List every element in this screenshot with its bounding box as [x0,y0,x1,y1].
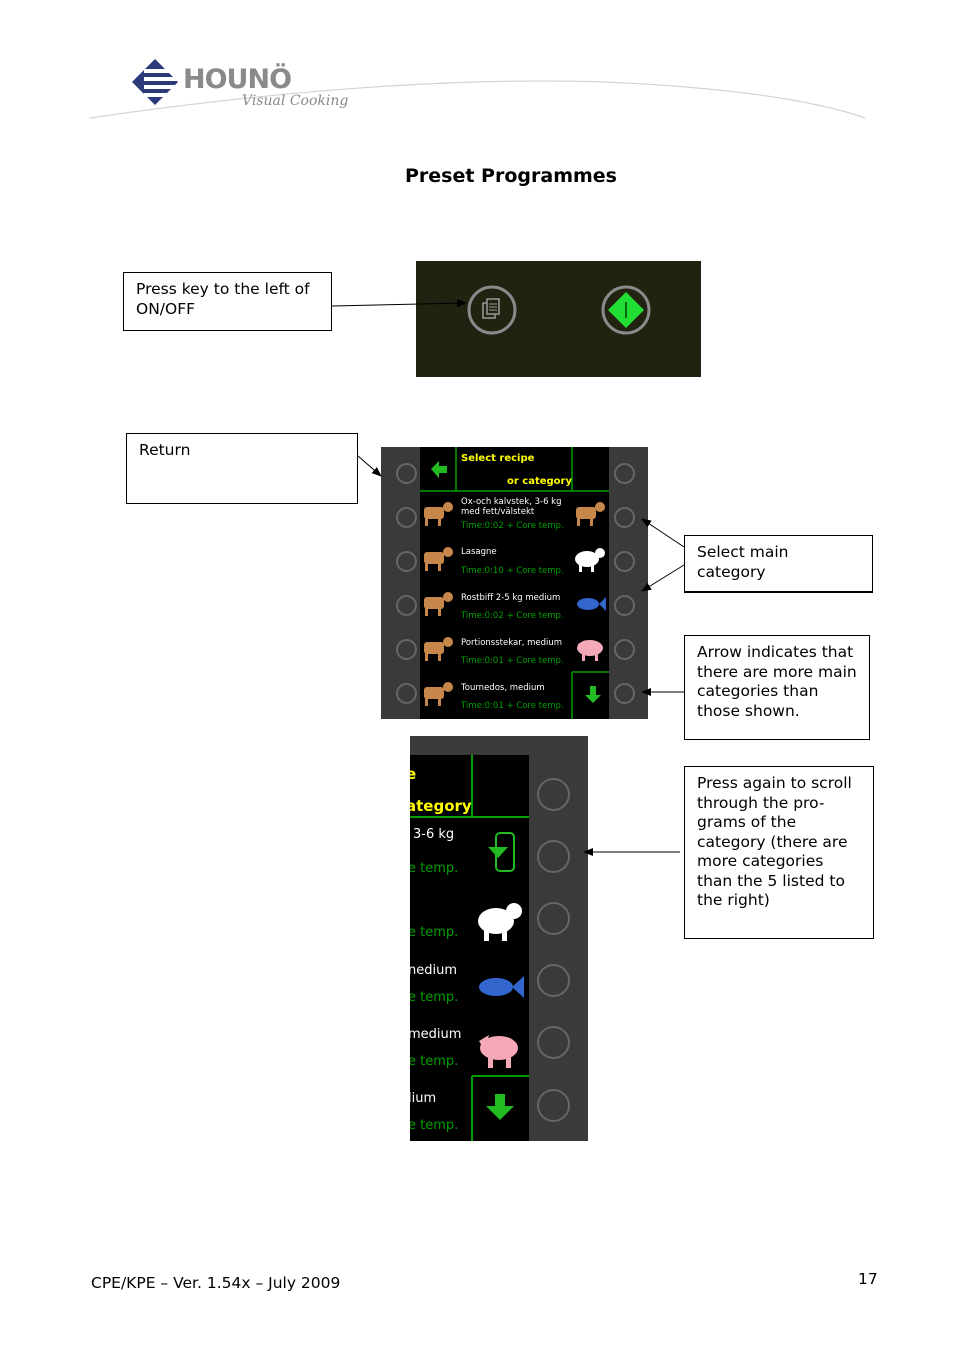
zoom-row-time: e temp. [410,1118,459,1133]
zoom-header-line2: ategory [410,797,472,815]
callout-select-main-category: Select main category [684,535,873,593]
header-swoosh [89,80,866,119]
recipe-name: Tournedos, medium [461,683,545,693]
screen-header-line1: Select recipe [461,453,535,464]
recipe-name: Portionsstekar, medium [461,638,563,648]
screen-grid [420,447,609,719]
recipe-row[interactable]: Tournedos, medium Time:0:01 + Core temp. [420,674,572,718]
scroll-programmes-icon [488,832,515,872]
recipe-row[interactable]: Rostbiff 2-5 kg medium Time:0:02 + Core … [420,584,572,628]
zoom-row-time: e temp. [410,990,459,1005]
page-title: Preset Programmes [404,165,617,187]
left-key-1[interactable] [396,463,417,484]
zoom-screen: e ategory 3-6 kg e temp. e temp. nedium … [410,755,529,1141]
recipe-name: Rostbiff 2-5 kg medium [461,593,561,603]
callout-arrow-indicates: Arrow indicates that there are more main… [684,635,870,740]
zoom-right-key-4[interactable] [537,964,570,997]
recipe-row[interactable]: Portionsstekar, medium Time:0:01 + Core … [420,629,572,673]
right-key-5[interactable] [614,639,635,660]
zoom-header-line1: e [410,765,417,783]
recipe-icons [424,502,453,706]
recipe-name: Ox-och kalvstek, 3-6 kg [461,497,562,507]
callout-press-again: Press again to scroll through the pro-gr… [684,766,874,939]
zoom-right-key-3[interactable] [537,902,570,935]
logo-text: HOUNÖ [183,64,292,95]
right-key-4[interactable] [614,595,635,616]
page-number: 17 [858,1270,878,1288]
right-key-2[interactable] [614,507,635,528]
pig-icon [577,640,603,661]
recipe-time: Time:0:02 + Core temp. [461,521,564,531]
footer-version: CPE/KPE – Ver. 1.54x – July 2009 [91,1274,341,1292]
control-panel [416,261,701,377]
pig-icon [479,1035,518,1068]
on-off-key-icon [608,292,644,328]
zoom-right-key-1[interactable] [537,778,570,811]
hounoe-logo-icon [132,59,178,105]
left-key-5[interactable] [396,639,417,660]
right-key-1[interactable] [614,463,635,484]
cow-icon [424,637,453,661]
more-categories-down-arrow-icon [486,1094,514,1120]
sheep-icon [478,903,522,941]
left-key-3[interactable] [396,551,417,572]
cow-icon [576,502,605,526]
zoom-row-name: 3-6 kg [413,827,455,842]
right-key-6[interactable] [614,683,635,704]
screen-header-line2: or category [507,476,572,487]
recipe-time: Time:0:01 + Core temp. [461,701,564,711]
more-categories-down-arrow-icon [585,686,601,703]
zoom-right-key-6[interactable] [537,1089,570,1122]
zoom-right-key-5[interactable] [537,1026,570,1059]
recipe-row[interactable]: Lasagne Time:0:10 + Core temp. [420,539,572,583]
recipe-name-cont: med fett/välstekt [461,507,535,517]
callout-press-key: Press key to the left of ON/OFF [123,272,332,331]
zoom-right-key-2[interactable] [537,840,570,873]
control-panel-keys [467,285,651,335]
back-arrow-icon [431,461,447,478]
cow-icon [424,547,453,571]
zoom-row-name: nedium [410,963,458,978]
recipe-row[interactable]: Ox-och kalvstek, 3-6 kg med fett/välstek… [420,494,572,538]
cow-icon [424,502,453,526]
zoom-row-time: e temp. [410,1054,459,1069]
left-key-6[interactable] [396,683,417,704]
left-key-4[interactable] [396,595,417,616]
logo-subtitle: Visual Cooking [242,93,349,109]
recipe-time: Time:0:01 + Core temp. [461,656,564,666]
recipe-time: Time:0:02 + Core temp. [461,611,564,621]
zoom-row-time: e temp. [410,861,459,876]
cow-icon [424,682,453,706]
recipe-name: Lasagne [461,547,497,557]
right-key-3[interactable] [614,551,635,572]
zoom-grid [410,755,529,1141]
recipe-time: Time:0:10 + Core temp. [461,566,564,576]
display-screen: Select recipe or category Ox-och kalvste… [420,447,609,719]
zoom-row-name: medium [410,1027,462,1042]
left-key-2[interactable] [396,507,417,528]
fish-icon [577,597,606,611]
zoom-row-time: e temp. [410,925,459,940]
zoom-row-name: lium [410,1091,437,1106]
fish-icon [479,976,524,998]
callout-return: Return [126,433,358,504]
sheep-icon [575,548,605,572]
cow-icon [424,592,453,616]
category-icons [575,502,606,661]
programmes-key-icon [482,298,500,319]
